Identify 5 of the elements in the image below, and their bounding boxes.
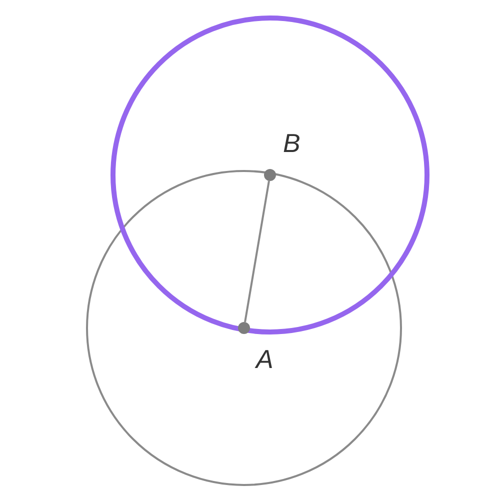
line-segment — [244, 180, 270, 322]
point-dot — [238, 322, 250, 334]
point-label: B — [283, 130, 300, 156]
point-dot — [264, 169, 276, 181]
point-label: A — [256, 346, 274, 372]
